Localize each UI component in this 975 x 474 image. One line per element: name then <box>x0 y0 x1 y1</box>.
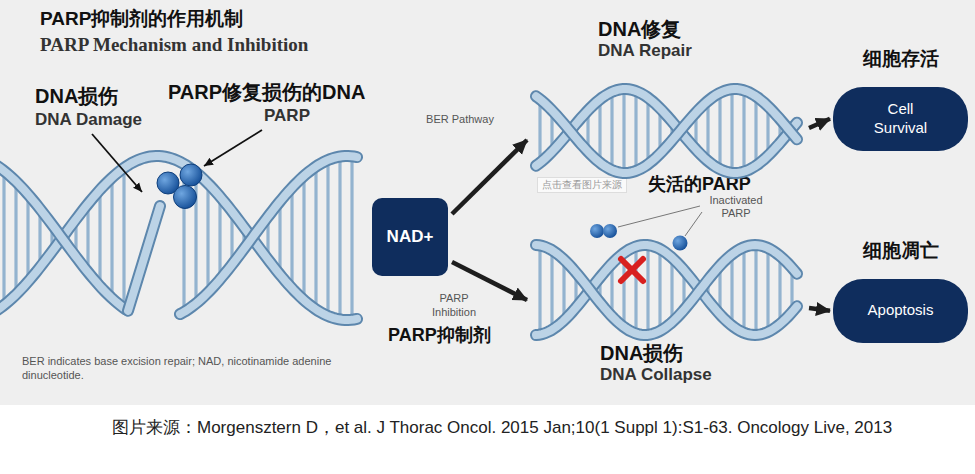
base-pair <box>622 89 625 173</box>
dna-helix <box>0 156 357 320</box>
arrow-label: BER Pathway <box>425 113 495 127</box>
pill-shape: Apoptosis <box>833 279 968 343</box>
base-pair <box>742 90 745 171</box>
base-pair <box>206 183 209 292</box>
leader-line <box>685 212 702 236</box>
pill-text: Apoptosis <box>868 301 934 320</box>
base-pair <box>670 258 673 323</box>
base-pair <box>646 245 649 335</box>
outcome-pill: 细胞存活 Cell Survival <box>833 48 968 151</box>
dna-strand <box>0 156 357 320</box>
process-box: NAD+ <box>372 198 448 276</box>
heading-en: DNA Collapse <box>600 365 712 385</box>
callout-label: PARP修复损伤的DNA <box>168 80 365 104</box>
base-pair <box>278 201 281 274</box>
base-pair <box>314 167 317 310</box>
base-pair <box>218 197 221 280</box>
heading-cn: 细胞存活 <box>833 48 968 71</box>
caption: 图片来源：Morgensztern D，et al. J Thorac Onco… <box>112 416 968 440</box>
base-pair <box>742 247 745 333</box>
base-pair <box>2 171 5 305</box>
dna-strand <box>536 89 797 173</box>
dna-strand <box>128 206 160 311</box>
callout-label: PARP <box>264 106 310 126</box>
heading-group: DNA损伤DNA Collapse <box>600 341 712 385</box>
dna-strand <box>180 156 357 314</box>
dna-strand <box>536 245 797 335</box>
base-pair <box>658 249 661 331</box>
flow-arrow <box>809 119 830 128</box>
base-pair <box>730 254 733 325</box>
base-pair <box>646 98 649 165</box>
dna-strand <box>0 161 126 310</box>
base-pair <box>610 92 613 170</box>
pill-text: Cell Survival <box>864 100 938 138</box>
dna-strand <box>536 89 797 173</box>
leader-line <box>618 206 700 227</box>
base-pair <box>634 91 637 171</box>
outcome-pill: 细胞凋亡 Apoptosis <box>833 240 968 343</box>
heading-cn: DNA修复 <box>598 17 692 41</box>
heading-en: DNA Repair <box>598 41 692 61</box>
base-pair <box>538 99 541 162</box>
base-pair <box>718 93 721 169</box>
base-pair <box>290 188 293 289</box>
parp-enzyme <box>157 164 202 209</box>
leader-line <box>204 130 262 166</box>
base-pair <box>326 160 329 316</box>
dna-helix <box>536 245 797 335</box>
heading-group: DNA修复DNA Repair <box>598 17 692 61</box>
base-pair <box>778 256 781 324</box>
flow-arrow <box>452 140 527 214</box>
heading-cn: DNA损伤 <box>600 341 712 365</box>
cross-mark <box>621 259 643 281</box>
base-pair <box>350 156 353 319</box>
dna-strand <box>536 89 797 173</box>
base-pair <box>538 245 541 334</box>
pill-shape: Cell Survival <box>833 87 968 151</box>
base-pair <box>634 246 637 333</box>
dna-strand <box>0 161 126 310</box>
dna-strand <box>536 245 797 335</box>
dna-helix <box>536 89 797 173</box>
dna-strand <box>0 156 357 320</box>
base-pair <box>730 89 733 173</box>
base-pair <box>550 250 553 330</box>
base-pair <box>754 96 757 165</box>
base-pair <box>766 248 769 332</box>
base-pair <box>14 181 17 294</box>
dna-helix <box>530 215 805 341</box>
dna-helix <box>530 77 805 185</box>
dna-strand <box>128 206 160 311</box>
callout-label: DNA损伤 <box>35 84 118 108</box>
dna-strand <box>536 245 797 335</box>
footnote: BER indicates base excision repair; NAD,… <box>22 354 367 383</box>
leader-line <box>92 134 142 192</box>
callout-label: Inactivated PARP <box>703 194 769 220</box>
base-pair <box>110 178 113 299</box>
base-pair <box>302 176 305 300</box>
dna-strand <box>536 89 797 173</box>
base-pair <box>122 168 125 308</box>
base-pair <box>598 99 601 162</box>
callout-label: DNA Damage <box>35 110 142 130</box>
arrow-label: PARP Inhibition <box>418 292 490 320</box>
arrow-label: PARP抑制剂 <box>388 325 491 347</box>
heading-cn: 细胞凋亡 <box>833 240 968 263</box>
watermark: 点击查看图片来源 <box>537 177 627 193</box>
flow-arrow <box>809 308 830 311</box>
subtitle: PARP Mechanism and Inhibition <box>40 34 308 57</box>
dna-helix-panel: DNA修复DNA Repair <box>530 15 805 185</box>
base-pair <box>26 194 29 281</box>
dna-strand <box>536 245 797 335</box>
base-pair <box>338 157 341 320</box>
dna-helix-panel: DNA损伤DNA Collapse <box>530 215 805 387</box>
dna-strand <box>180 156 357 314</box>
cross-mark <box>621 259 643 281</box>
base-pair <box>98 190 101 286</box>
base-pair <box>754 245 757 335</box>
box-text: NAD+ <box>387 227 434 247</box>
title: PARP抑制剂的作用机制 <box>40 6 243 32</box>
